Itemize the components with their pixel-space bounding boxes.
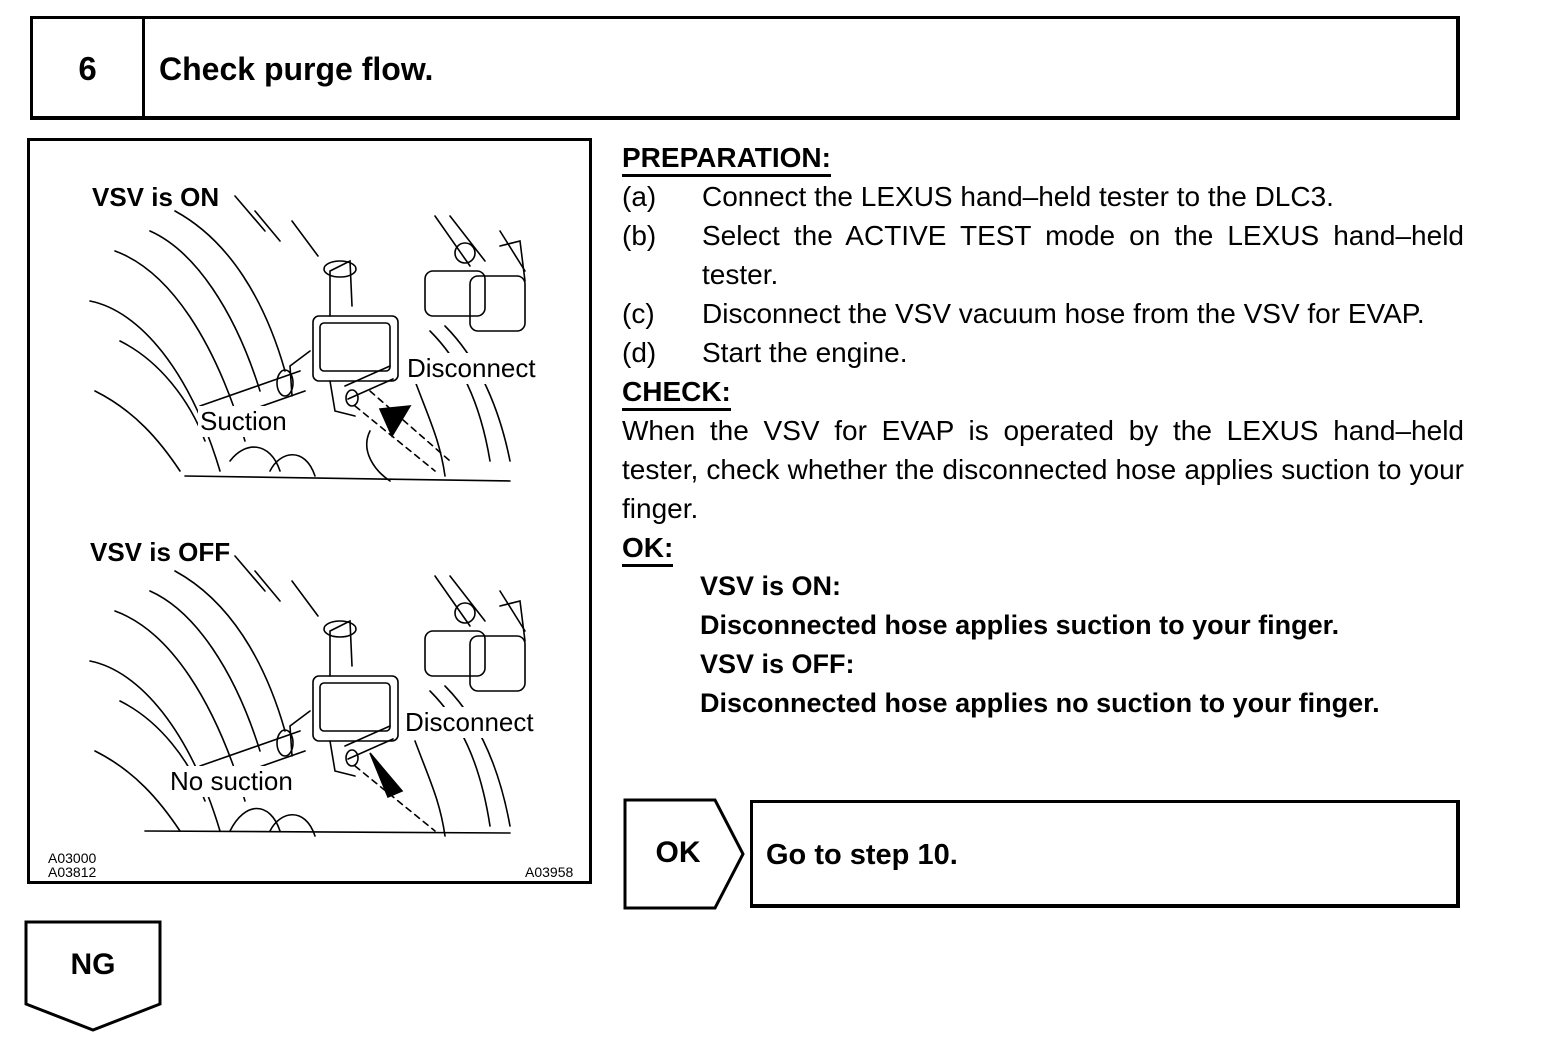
- ok-label: OK: [655, 836, 701, 869]
- prep-item-label: (c): [622, 298, 655, 329]
- ng-arrow-shape: [24, 920, 162, 1032]
- vsv-illustration: VSV is ON Disconnect Suction VSV is OFF …: [27, 138, 592, 884]
- prep-item-label: (b): [622, 220, 657, 251]
- instructions: PREPARATION: (a) Connect the LEXUS hand–…: [622, 138, 1464, 723]
- ok-criteria: VSV is ON: Disconnected hose applies suc…: [622, 567, 1464, 723]
- goto-box[interactable]: Go to step 10.: [750, 800, 1460, 908]
- prep-item-text: Connect the LEXUS hand–held tester to th…: [702, 181, 1334, 212]
- preparation-heading: PREPARATION:: [622, 142, 831, 177]
- ok-heading: OK:: [622, 532, 674, 567]
- goto-step-text[interactable]: Go to step 10.: [766, 839, 958, 871]
- prep-item-text: Disconnect the VSV vacuum hose from the …: [702, 298, 1425, 329]
- ok-line: VSV is OFF:: [700, 649, 855, 679]
- ok-line: VSV is ON:: [700, 571, 842, 601]
- prep-item-b: (b) Select the ACTIVE TEST mode on the L…: [622, 216, 1464, 294]
- engine-drawing: [89, 195, 526, 837]
- prep-item-text: Start the engine.: [702, 337, 908, 368]
- figure-code-3: A03958: [525, 864, 574, 880]
- check-heading: CHECK:: [622, 376, 731, 411]
- figure-heading-off: VSV is OFF: [90, 537, 231, 567]
- ng-label: NG: [70, 948, 116, 981]
- ok-arrow-shape: [623, 798, 745, 910]
- ok-line: Disconnected hose applies suction to you…: [700, 610, 1340, 640]
- ok-arrow-box: [623, 798, 745, 910]
- step-header: 6 Check purge flow.: [30, 16, 1460, 120]
- check-text: When the VSV for EVAP is operated by the…: [622, 415, 1464, 524]
- figure-heading-on: VSV is ON: [92, 182, 220, 212]
- prep-item-a: (a) Connect the LEXUS hand–held tester t…: [622, 177, 1464, 216]
- label-no-suction: No suction: [168, 766, 295, 797]
- figure-code-1: A03000: [48, 850, 97, 866]
- step-number: 6: [33, 19, 145, 116]
- label-disconnect-off: Disconnect: [403, 707, 536, 738]
- prep-item-label: (a): [622, 181, 657, 212]
- label-disconnect-on: Disconnect: [405, 353, 538, 384]
- prep-item-d: (d) Start the engine.: [622, 333, 1464, 372]
- ok-line: Disconnected hose applies no suction to …: [700, 688, 1380, 718]
- prep-item-label: (d): [622, 337, 657, 368]
- figure-code-2: A03812: [48, 864, 97, 880]
- prep-item-c: (c) Disconnect the VSV vacuum hose from …: [622, 294, 1464, 333]
- prep-item-text: Select the ACTIVE TEST mode on the LEXUS…: [702, 220, 1464, 290]
- label-suction: Suction: [198, 406, 289, 437]
- step-title: Check purge flow.: [159, 51, 434, 87]
